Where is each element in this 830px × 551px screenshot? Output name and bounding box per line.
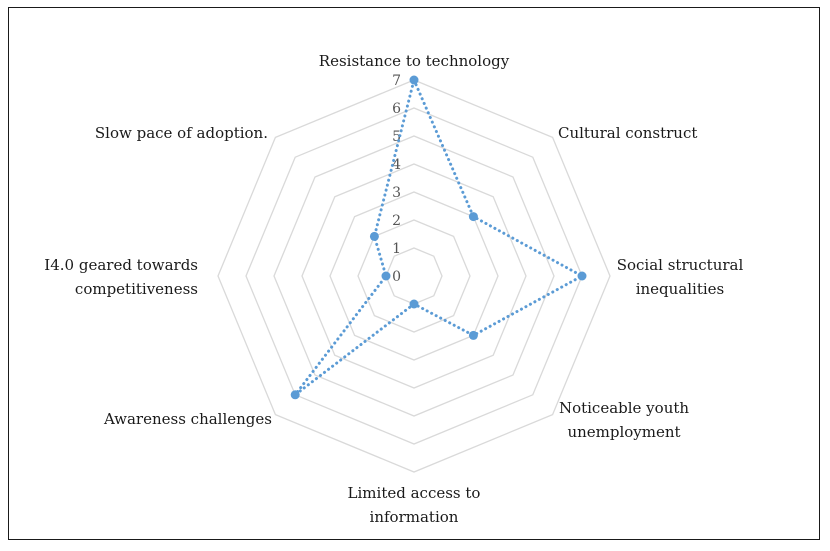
data-point-0 <box>409 75 419 85</box>
data-point-7 <box>369 231 379 241</box>
axis-label-0: Resistance to technology <box>319 52 510 70</box>
tick-label-0: 0 <box>392 269 401 285</box>
tick-label-7: 7 <box>392 73 401 89</box>
tick-label-5: 5 <box>392 129 401 145</box>
axis-label-3: Noticeable youth unemployment <box>559 399 689 441</box>
axis-label-line: unemployment <box>567 423 680 441</box>
grid-ring-3 <box>329 191 499 361</box>
axis-label-line: Cultural construct <box>558 124 697 142</box>
axis-label-line: Social structural <box>617 256 744 274</box>
data-series <box>290 75 587 400</box>
tick-label-1: 1 <box>392 241 401 257</box>
axis-label-1: Cultural construct <box>558 124 697 142</box>
axis-label-line: information <box>370 508 459 526</box>
axis-label-line: inequalities <box>636 280 725 298</box>
axis-label-6: I4.0 geared towards competitiveness <box>44 256 198 298</box>
axis-label-line: Limited access to <box>348 484 481 502</box>
radial-tick-labels: 0 1 2 3 4 5 6 7 <box>392 73 401 285</box>
tick-label-3: 3 <box>392 185 401 201</box>
tick-label-6: 6 <box>392 101 401 117</box>
axis-label-2: Social structural inequalities <box>617 256 744 298</box>
data-point-4 <box>409 299 419 309</box>
series-line <box>294 75 586 396</box>
grid-ring-6 <box>245 107 583 445</box>
axis-label-line: Noticeable youth <box>559 399 689 417</box>
axis-label-line: Resistance to technology <box>319 52 510 70</box>
grid-ring-5 <box>273 135 555 417</box>
data-point-3 <box>468 330 478 340</box>
data-point-2 <box>577 271 587 281</box>
grid-ring-2 <box>357 219 471 333</box>
radar-grid <box>217 79 611 473</box>
grid-ring-4 <box>301 163 527 389</box>
axis-label-line: I4.0 geared towards <box>44 256 198 274</box>
chart-frame <box>8 7 820 540</box>
axis-label-4: Limited access to information <box>348 484 481 526</box>
data-point-6 <box>381 271 391 281</box>
axis-label-line: Awareness challenges <box>103 410 272 428</box>
data-point-1 <box>468 212 478 222</box>
axis-label-line: competitiveness <box>75 280 198 298</box>
axis-label-7: Slow pace of adoption. <box>95 124 268 142</box>
axis-label-line: Slow pace of adoption. <box>95 124 268 142</box>
data-point-5 <box>290 390 300 400</box>
axis-label-5: Awareness challenges <box>103 410 272 428</box>
tick-label-2: 2 <box>392 213 401 229</box>
tick-label-4: 4 <box>392 157 401 173</box>
grid-ring-7 <box>217 79 611 473</box>
